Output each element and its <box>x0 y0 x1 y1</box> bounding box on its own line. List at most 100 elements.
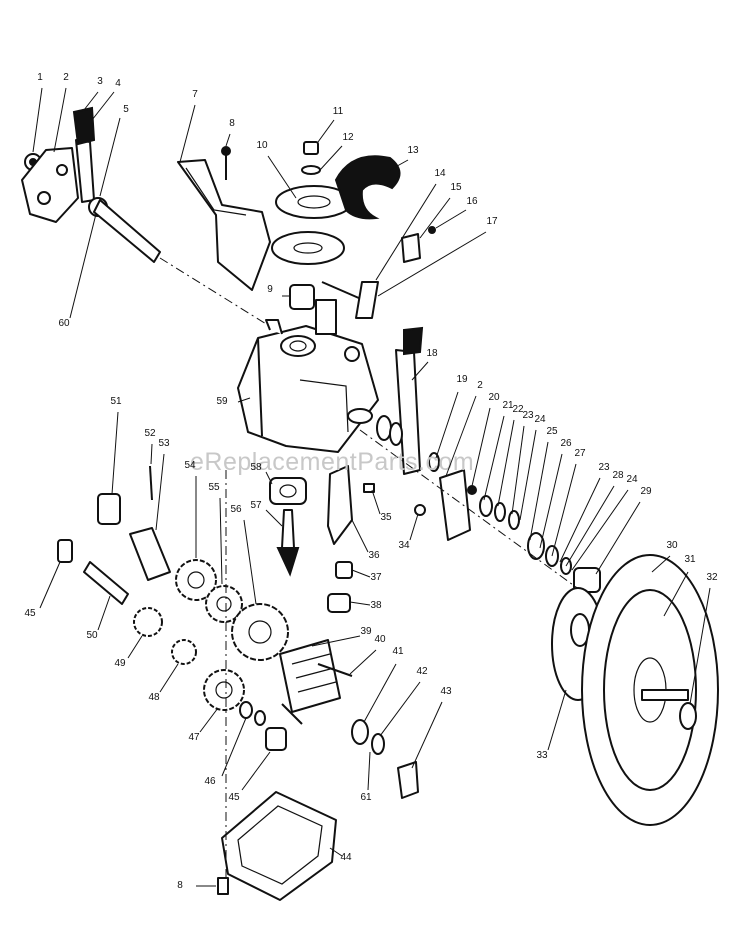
leader-line-c22 <box>497 419 515 507</box>
callout-label-c8a: 8 <box>229 118 235 129</box>
leader-line-c14 <box>375 183 437 281</box>
callout-label-c21: 21 <box>502 400 514 411</box>
leader-line-c3 <box>83 91 99 111</box>
part-2-bracket <box>21 147 79 223</box>
leader-line-c8a <box>225 133 231 147</box>
part-44-oil-pan <box>221 791 337 901</box>
callout-label-c20: 20 <box>488 392 500 403</box>
part-59-gear-housing <box>237 299 379 453</box>
leader-line-c57 <box>265 509 283 527</box>
part-53-sleeve <box>129 527 171 581</box>
leader-line-c2 <box>53 87 67 153</box>
watermark: eReplacementParts.com <box>190 448 474 476</box>
callout-label-c19: 19 <box>456 374 468 385</box>
callout-label-c39: 39 <box>360 626 372 637</box>
leader-line-c47 <box>199 707 219 733</box>
leader-line-c44 <box>329 847 343 857</box>
callout-label-c50: 50 <box>86 630 98 641</box>
callout-label-c52: 52 <box>144 428 156 439</box>
part-36-fork <box>327 465 353 545</box>
leader-line-c15 <box>419 197 451 239</box>
part-15-16-clip <box>401 226 436 263</box>
part-51-bushing <box>97 493 121 525</box>
leader-line-c17 <box>377 231 487 297</box>
leader-line-c24b <box>571 489 629 571</box>
callout-label-c16: 16 <box>466 196 478 207</box>
callout-label-c2: 2 <box>63 72 69 83</box>
leader-line-c2b <box>445 395 477 477</box>
part-5-shaft <box>88 197 161 263</box>
leader-line-c11 <box>317 119 335 143</box>
callout-label-c43: 43 <box>440 686 452 697</box>
leader-line-c39 <box>311 635 361 647</box>
part-10-pulleys <box>271 185 353 265</box>
part-37-collar <box>335 561 353 579</box>
part-40-rod <box>281 663 353 725</box>
leader-line-c20 <box>471 407 491 487</box>
callout-label-c12: 12 <box>342 132 354 143</box>
callout-label-c29: 29 <box>640 486 652 497</box>
leader-line-c41 <box>363 663 397 723</box>
leader-line-c29 <box>595 501 641 575</box>
leader-line-c1 <box>32 87 43 153</box>
callout-label-c24b: 24 <box>626 474 638 485</box>
leader-line-c45b <box>241 751 271 791</box>
callout-label-c53: 53 <box>158 438 170 449</box>
leader-line-c48 <box>159 663 179 693</box>
part-9-bushing <box>289 284 315 310</box>
leader-line-c58 <box>265 471 273 485</box>
callout-label-c25: 25 <box>546 426 558 437</box>
part-50-shaft <box>83 561 129 605</box>
leader-line-c52 <box>150 443 153 465</box>
part-47-gear <box>203 669 245 711</box>
part-39-clutch <box>279 639 341 713</box>
leader-line-c40 <box>349 649 377 675</box>
part-58-bearing <box>269 477 307 505</box>
leader-line-c37 <box>351 569 371 578</box>
leader-line-c26 <box>539 453 563 549</box>
callout-label-c4: 4 <box>115 78 121 89</box>
leader-line-c50 <box>97 595 111 631</box>
leader-line-c49 <box>127 635 143 659</box>
callout-label-c24a: 24 <box>534 414 546 425</box>
callout-label-c36: 36 <box>368 550 380 561</box>
callout-label-c26: 26 <box>560 438 572 449</box>
callout-label-c11: 11 <box>333 106 344 117</box>
callout-label-c34: 34 <box>398 540 410 551</box>
leader-line-c33 <box>547 689 567 751</box>
callout-label-c51: 51 <box>110 396 122 407</box>
part-31-32-axle-bolt <box>641 689 697 730</box>
callout-label-c48: 48 <box>148 692 160 703</box>
callout-label-c55: 55 <box>208 482 220 493</box>
leader-line-c27 <box>551 463 577 557</box>
leader-line-c60 <box>69 213 97 319</box>
leader-line-c12 <box>319 145 343 171</box>
leader-line-c21 <box>483 415 505 501</box>
leader-line-c7 <box>179 104 196 163</box>
callout-label-c28: 28 <box>612 470 624 481</box>
callout-label-c44: 44 <box>340 852 352 863</box>
part-13-belt-guard <box>334 155 401 220</box>
callout-label-c61: 61 <box>360 792 372 803</box>
leader-line-c59 <box>237 397 251 403</box>
leader-line-c16 <box>435 209 467 229</box>
part-8-screw-top <box>221 146 231 180</box>
callout-label-c9: 9 <box>267 284 273 295</box>
leader-line-c19 <box>435 391 459 459</box>
leader-line-c46 <box>221 717 247 777</box>
leader-line-c28 <box>565 485 615 567</box>
callout-label-c8b: 8 <box>177 880 183 891</box>
callout-label-c31: 31 <box>684 554 696 565</box>
part-55-gear <box>205 585 243 623</box>
callout-label-c14: 14 <box>434 168 446 179</box>
callout-label-c56: 56 <box>230 504 242 515</box>
callout-label-c58: 58 <box>250 462 262 473</box>
callout-label-c33: 33 <box>536 750 548 761</box>
callout-label-c42: 42 <box>416 666 428 677</box>
leader-line-c13 <box>389 159 409 171</box>
part-45-bushing-low <box>265 727 287 751</box>
leader-line-c51 <box>111 411 119 495</box>
leader-line-c10 <box>267 155 297 199</box>
leader-line-c36 <box>351 519 369 553</box>
